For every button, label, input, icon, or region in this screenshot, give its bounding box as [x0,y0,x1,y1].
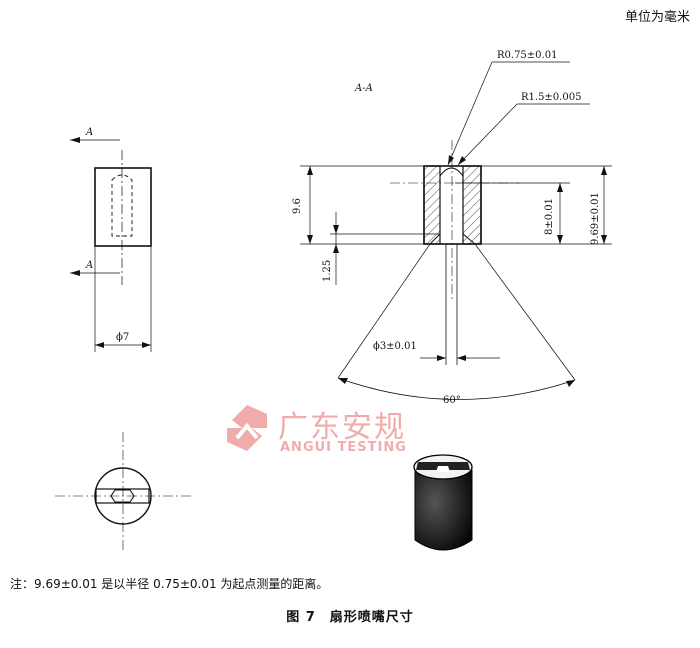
left-wall [423,165,441,245]
section-label-bottom: A [85,260,93,271]
radius-outer-label: R0.75±0.01 [497,50,557,61]
angle-arc [337,377,576,400]
nozzle-outline [94,167,152,247]
diameter-label: ϕ7 [116,332,129,343]
section-label-top: A [85,127,93,138]
section-arrow-top [70,137,80,143]
top-view [55,432,192,550]
dim-8: 8±0.01 [544,198,555,235]
section-outline [423,165,482,245]
watermark-brand-cn: 广东安规 [278,410,406,445]
footnote: 注：9.69±0.01 是以半径 0.75±0.01 为起点测量的距离。 [10,577,329,591]
watermark: 广东安规 ANGUI TESTING [222,402,422,462]
section-arrow-bottom [70,270,80,276]
units-note: 单位为毫米 [624,10,690,25]
hidden-slot [111,174,133,237]
radius-inner-label: R1.5±0.005 [521,92,581,103]
bore-label: ϕ3±0.01 [373,341,417,352]
watermark-brand-en: ANGUI TESTING [280,440,407,455]
nozzle-3d-illustration [413,454,473,551]
angle-label: 60° [443,395,461,406]
watermark-logo-icon [227,405,267,451]
bore-top-radius [439,167,464,177]
right-wall [462,165,482,245]
section-title: A-A [354,83,373,94]
dim-1-25: 1.25 [322,260,333,282]
front-view: A A ϕ7 [70,127,152,352]
section-view: A-A [292,50,612,406]
figure-caption: 图 7 扇形喷嘴尺寸 [286,610,414,625]
dim-9-6: 9.6 [292,198,303,214]
dim-9-69: 9.69±0.01 [590,192,601,245]
